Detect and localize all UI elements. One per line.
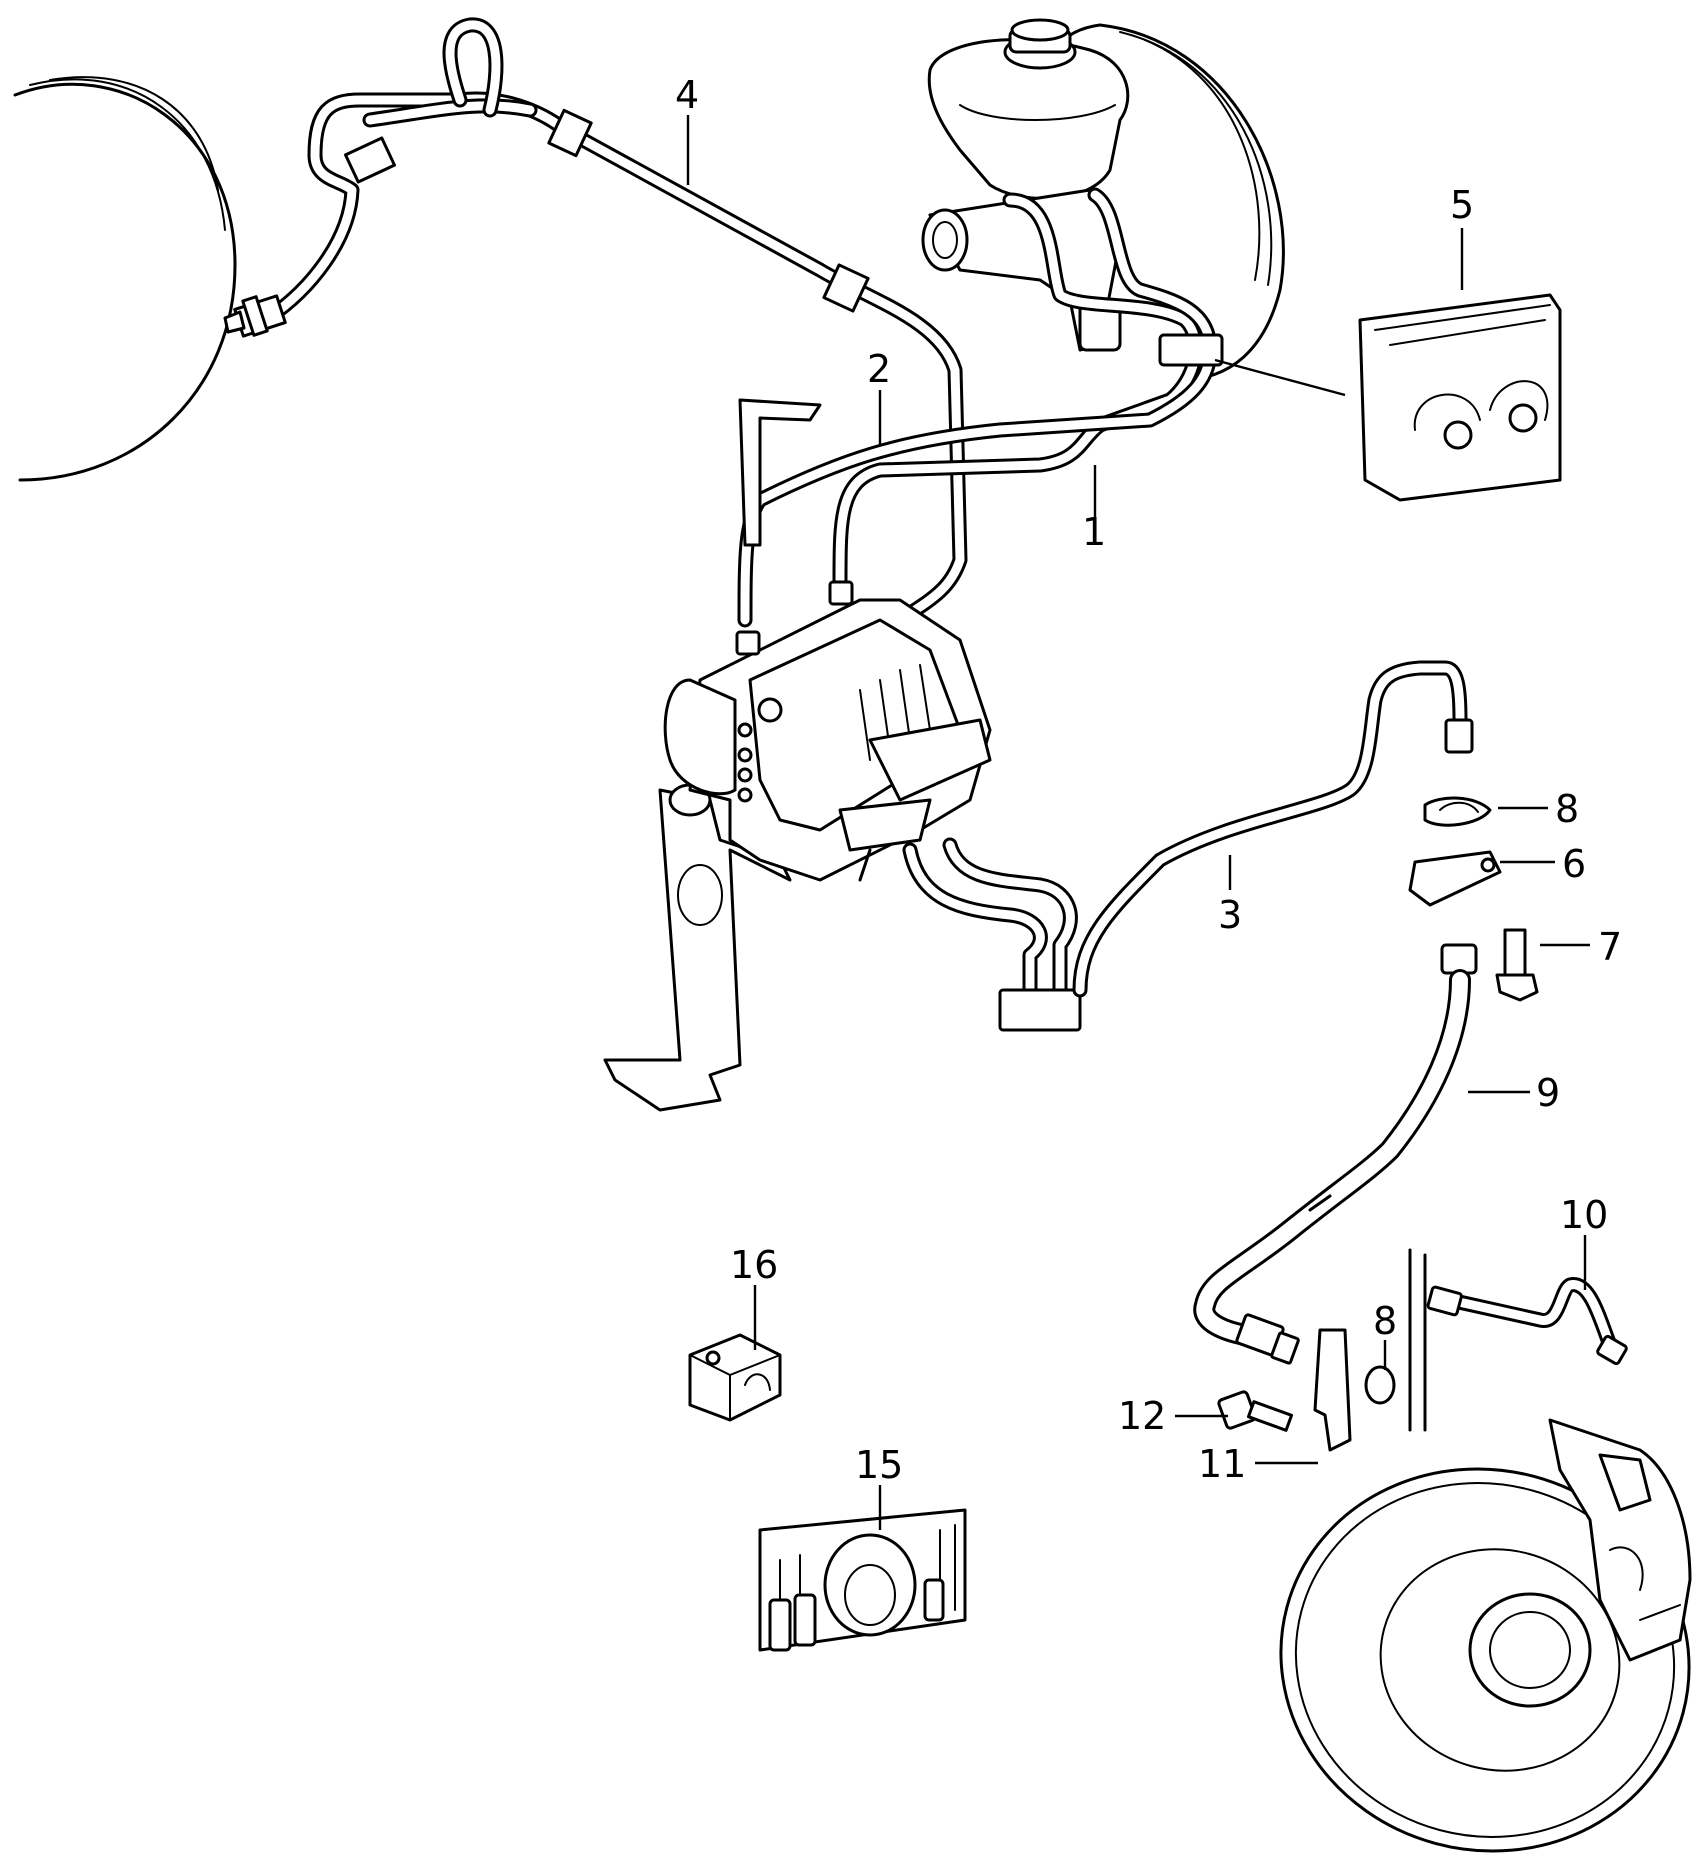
callout-10: 10 — [1560, 1193, 1608, 1237]
master-cylinder-reservoir — [927, 18, 1130, 200]
front-brake-disc — [1279, 1467, 1691, 1853]
part-9-brake-hose — [1193, 943, 1478, 1365]
part-12-bolt — [1217, 1390, 1294, 1432]
master-cylinder-body — [921, 188, 1122, 352]
callout-8-upper: 8 — [1555, 787, 1579, 831]
callout-11: 11 — [1198, 1442, 1246, 1486]
callout-8-lower: 8 — [1373, 1299, 1397, 1343]
brake-caliper — [1548, 1418, 1692, 1662]
steering-knuckle — [1408, 1248, 1427, 1432]
part-11-bracket — [1313, 1328, 1352, 1452]
part-8-clip-lower — [1364, 1365, 1396, 1405]
part-15-pipe-clip — [758, 1508, 967, 1652]
sensor-fitting — [223, 294, 287, 338]
callout-7: 7 — [1598, 925, 1622, 969]
part-7-bolt — [1495, 928, 1539, 1002]
callout-6: 6 — [1562, 842, 1586, 886]
leader-lines — [686, 115, 1590, 1530]
pipe-junction-clip — [1158, 333, 1224, 367]
callout-labels: 4 2 1 5 3 8 6 7 9 10 8 12 11 15 16 — [675, 73, 1622, 1487]
abs-hydraulic-unit — [663, 580, 992, 882]
part-8-clip-upper — [1423, 796, 1492, 827]
part-4-brake-line-left — [223, 17, 968, 628]
part-16-clip — [688, 1333, 782, 1422]
callout-12: 12 — [1118, 1394, 1166, 1438]
callout-5: 5 — [1450, 183, 1474, 227]
part-3-brake-pipe — [1072, 660, 1474, 998]
callout-1: 1 — [1082, 510, 1106, 554]
callout-2: 2 — [867, 347, 891, 391]
callout-9: 9 — [1536, 1071, 1560, 1115]
callout-3: 3 — [1218, 893, 1242, 937]
callout-16: 16 — [730, 1243, 778, 1287]
abs-outlet-pipes — [902, 837, 1082, 1032]
part-10-brake-pipe — [1426, 1277, 1628, 1366]
part-5-cover — [1358, 293, 1562, 502]
callout-4: 4 — [675, 73, 699, 117]
callout-15: 15 — [855, 1443, 903, 1487]
left-wheel-outline — [13, 76, 237, 482]
part-6-bracket — [1408, 850, 1502, 907]
